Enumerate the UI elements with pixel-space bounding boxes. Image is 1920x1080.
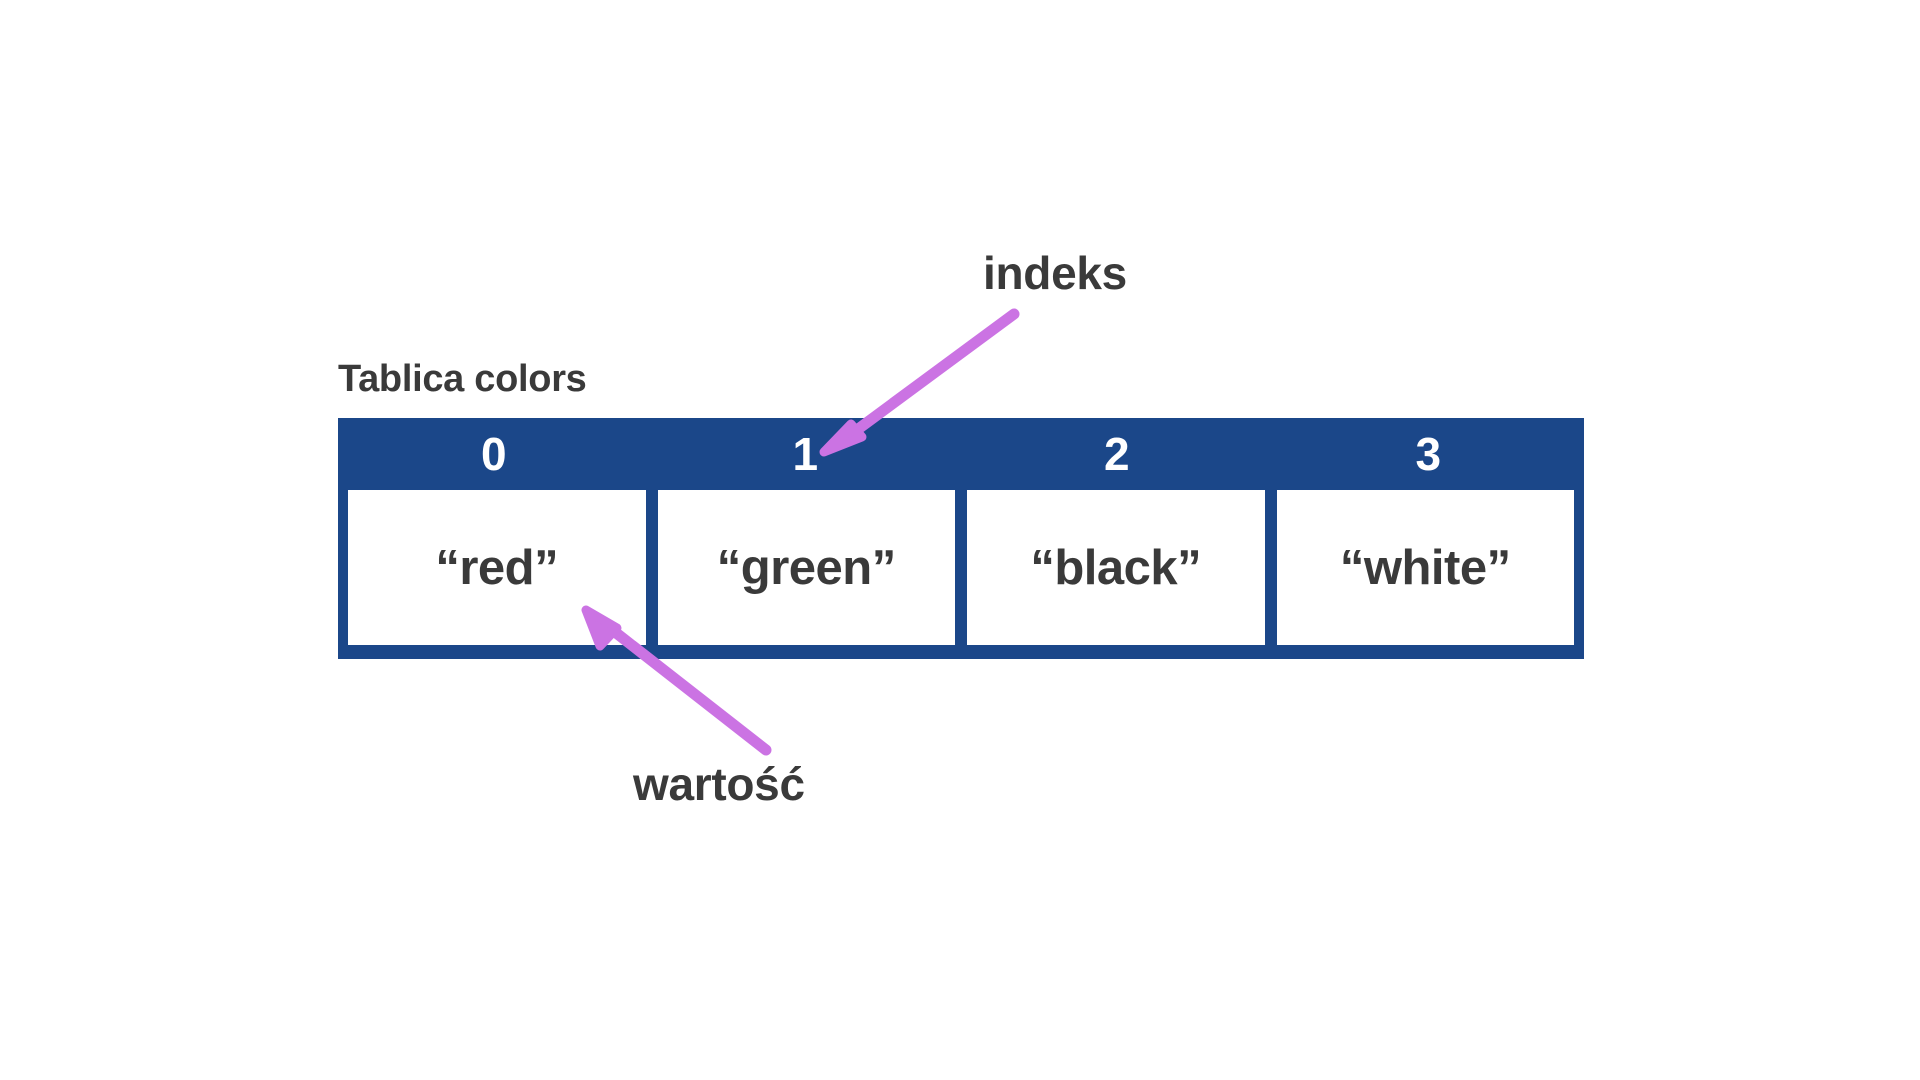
value-cell-3[interactable]: “white”: [1276, 490, 1574, 645]
array-caption: Tablica colors: [338, 358, 587, 400]
value-cell-0[interactable]: “red”: [348, 490, 646, 645]
wartosc-label: wartość: [633, 758, 805, 810]
index-cell-3[interactable]: 3: [1415, 428, 1442, 480]
indeks-label: indeks: [983, 247, 1127, 299]
value-cell-2[interactable]: “black”: [967, 490, 1265, 645]
array-index-row: 0 1 2 3: [338, 418, 1584, 490]
index-cell-2[interactable]: 2: [1103, 428, 1130, 480]
index-cell-0[interactable]: 0: [480, 428, 507, 480]
value-cell-1[interactable]: “green”: [657, 490, 955, 645]
array-value-row: “red” “green” “black” “white”: [338, 490, 1584, 645]
index-cell-1[interactable]: 1: [792, 428, 819, 480]
array-table: 0 1 2 3 “red” “green” “black” “white”: [338, 418, 1584, 659]
